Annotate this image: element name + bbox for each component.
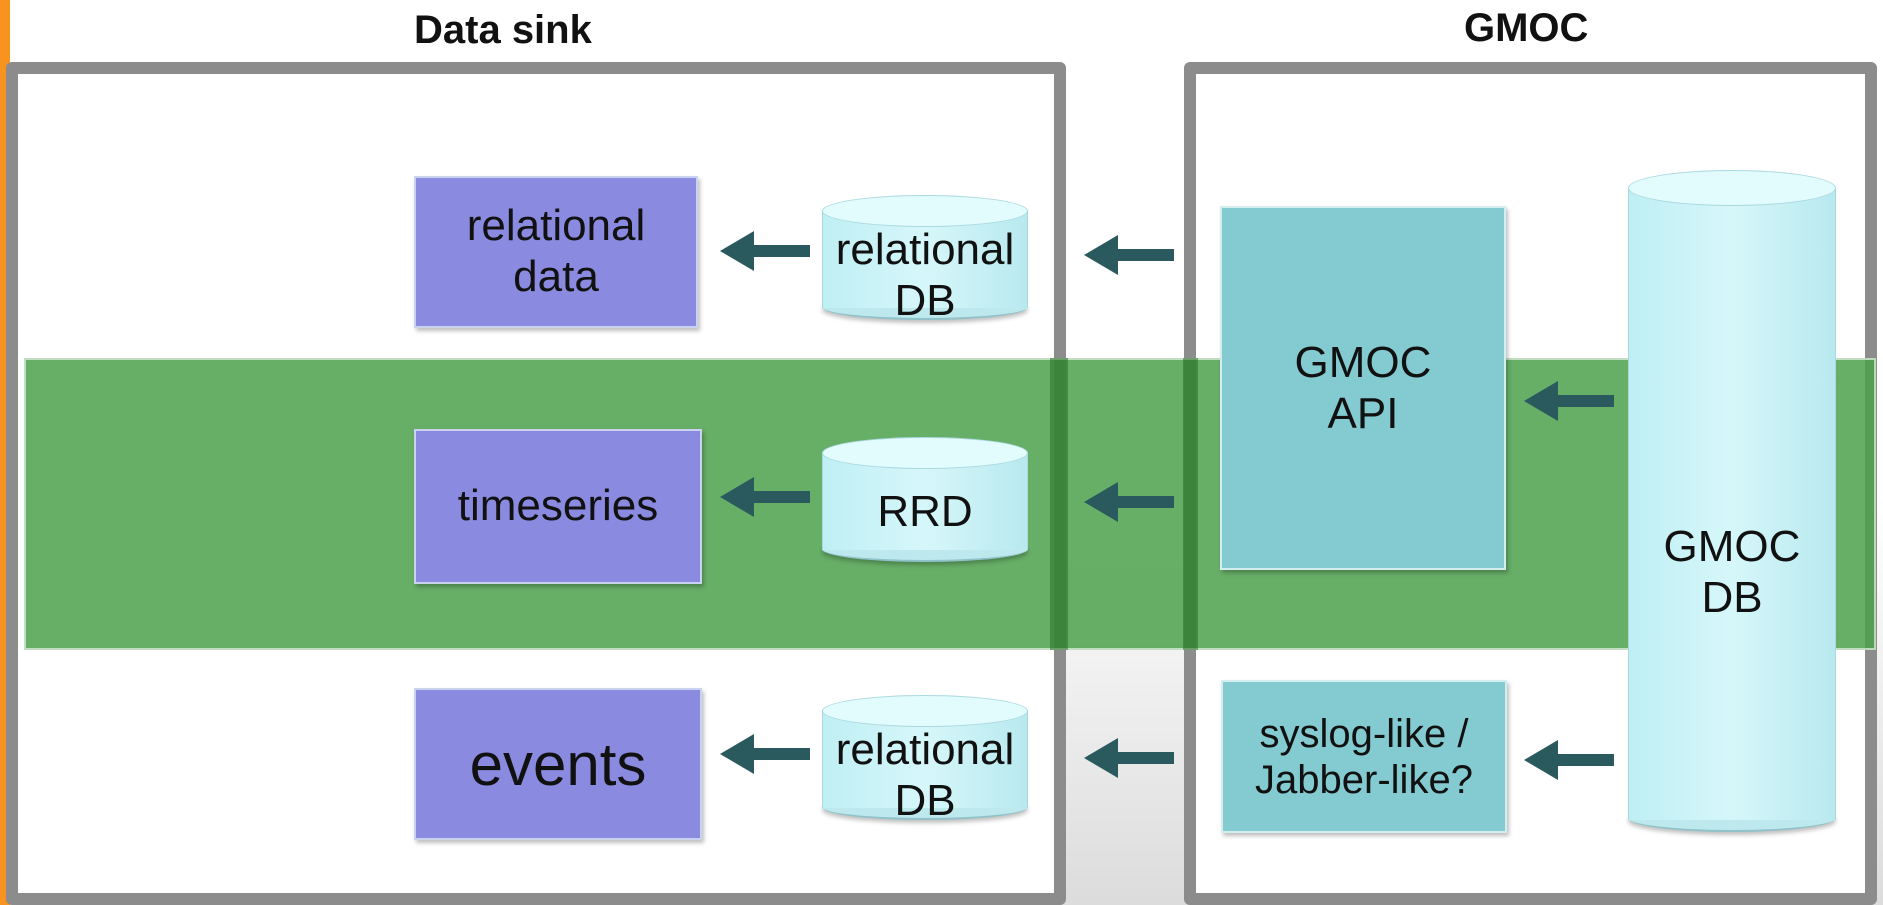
syslog-jabber-box: syslog-like / Jabber-like?: [1221, 680, 1507, 833]
arrow-gmoc-to-relational-db: [1084, 235, 1174, 275]
events-box: events: [414, 688, 702, 840]
relational-db-bottom-label: relational DB: [835, 725, 1015, 825]
timeseries-box: timeseries: [414, 429, 702, 584]
rrd-label: RRD: [877, 487, 973, 536]
relational-db-top-label: relational DB: [835, 225, 1015, 325]
rrd-cylinder: RRD: [822, 437, 1028, 562]
band-overlap-right: [1183, 358, 1198, 650]
gmoc-api-box: GMOC API: [1220, 206, 1506, 570]
band-overlap-left: [1050, 358, 1068, 650]
gmoc-db-cylinder: GMOC DB: [1628, 170, 1836, 832]
relational-db-top-cylinder: relational DB: [822, 195, 1028, 325]
relational-db-bottom-cylinder: relational DB: [822, 695, 1028, 825]
relational-data-box: relational data: [414, 176, 698, 328]
data-sink-heading: Data sink: [414, 8, 592, 52]
gmoc-db-label: GMOC DB: [1663, 522, 1801, 622]
arrow-syslog-to-db: [1084, 738, 1174, 778]
gmoc-heading: GMOC: [1464, 6, 1589, 50]
accent-strip: [0, 0, 10, 905]
